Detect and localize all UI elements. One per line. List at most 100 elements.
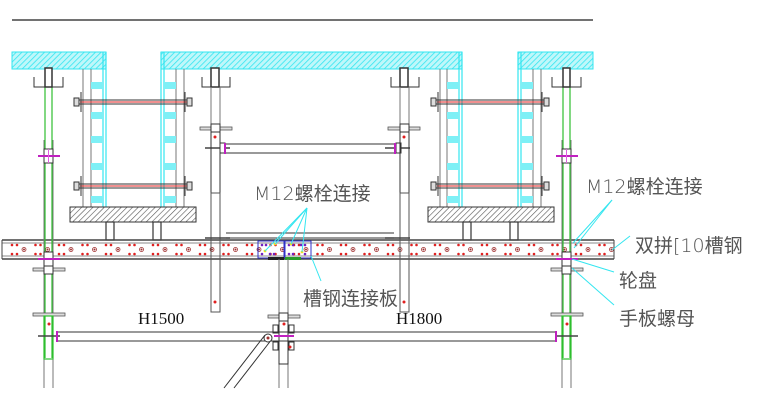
rivet-dot bbox=[462, 252, 465, 256]
rivet-dot bbox=[504, 243, 507, 247]
bolt-hole-center bbox=[446, 248, 448, 251]
rivet-dot bbox=[10, 252, 14, 256]
slab-formwork bbox=[11, 51, 594, 70]
vertical-pole-inner-left bbox=[199, 67, 233, 313]
bolt-hole-center bbox=[281, 248, 284, 251]
rivet-dot bbox=[480, 252, 484, 256]
spacer-block bbox=[91, 163, 103, 170]
rivet-dot bbox=[603, 252, 606, 256]
rivet-dot bbox=[579, 243, 583, 247]
rivet-dot bbox=[391, 243, 395, 247]
rivet-dot bbox=[457, 243, 460, 247]
bolt-hole-center bbox=[587, 248, 589, 251]
bolt-hole-center bbox=[469, 248, 472, 251]
rivet-dot bbox=[15, 252, 19, 256]
bolt-hole-center bbox=[164, 248, 166, 251]
spacer-block bbox=[521, 136, 533, 143]
rivet-dot bbox=[527, 252, 531, 256]
rivet-dot bbox=[527, 243, 531, 247]
rivet-dot bbox=[363, 243, 366, 247]
rivet-dot bbox=[321, 252, 324, 256]
rivet-dot bbox=[386, 252, 390, 256]
rivet-dot bbox=[133, 243, 136, 247]
rivet-dot bbox=[410, 243, 413, 247]
double-channel-beam bbox=[1, 239, 615, 260]
spacer-block bbox=[164, 112, 176, 119]
horizontal-ledger-lower bbox=[56, 331, 557, 342]
bolt-hole-center bbox=[422, 248, 425, 251]
bolt-hole-center bbox=[375, 248, 378, 251]
rivet-dot bbox=[180, 252, 183, 256]
rivet-dot bbox=[245, 243, 249, 247]
bolt-hole-center bbox=[70, 248, 72, 251]
plate-bolt bbox=[264, 243, 268, 247]
rivet-dot bbox=[250, 243, 254, 247]
rivet-dot bbox=[62, 252, 66, 256]
rivet-dot bbox=[109, 243, 113, 247]
spacer-block bbox=[521, 163, 533, 170]
rivet-dot bbox=[532, 243, 536, 247]
rivet-dot bbox=[433, 243, 437, 247]
bolt-hole-center bbox=[516, 248, 519, 251]
bolt-hole-center bbox=[187, 248, 190, 251]
bolt-hole-center bbox=[234, 248, 237, 251]
vertical-pole-right bbox=[550, 67, 584, 388]
spacer-block bbox=[447, 82, 459, 89]
rivet-dot bbox=[86, 243, 89, 247]
label-bolt-connection-center: M12螺栓连接 bbox=[254, 183, 371, 205]
spacer-block bbox=[521, 112, 533, 119]
rivet-dot bbox=[86, 252, 89, 256]
rivet-dot bbox=[574, 252, 578, 256]
spacer-block bbox=[521, 196, 533, 203]
spacer-block bbox=[91, 82, 103, 89]
rivet-dot bbox=[551, 252, 554, 256]
bolt-hole-center bbox=[46, 248, 49, 251]
label-hand-nut: 手板螺母 bbox=[619, 308, 695, 330]
rivet-dot bbox=[485, 252, 489, 256]
rivet-dot bbox=[203, 252, 207, 256]
rivet-dot bbox=[156, 252, 160, 256]
plate-bolt bbox=[268, 252, 272, 256]
spacer-block bbox=[164, 163, 176, 170]
plate-bolt bbox=[303, 243, 307, 247]
rivet-dot bbox=[128, 243, 131, 247]
rivet-dot bbox=[128, 252, 131, 256]
plate-bolt bbox=[272, 252, 276, 256]
rivet-dot bbox=[344, 252, 348, 256]
rivet-dot bbox=[34, 243, 37, 247]
bolt-hole-center bbox=[563, 248, 566, 251]
beam-bottom-timber bbox=[69, 206, 197, 223]
bolt-hole-center bbox=[493, 248, 495, 251]
plate-bolt bbox=[260, 243, 264, 247]
rivet-dot bbox=[222, 252, 225, 256]
bolt-hole-center bbox=[328, 248, 331, 251]
rivet-dot bbox=[151, 252, 155, 256]
leader-lines bbox=[264, 199, 631, 306]
rivet-dot bbox=[316, 243, 319, 247]
bolt-hole-center bbox=[305, 248, 307, 251]
rivet-dot bbox=[62, 243, 66, 247]
rivet-dot bbox=[480, 243, 484, 247]
vertical-pole-center bbox=[267, 259, 301, 388]
rivet-dot bbox=[438, 252, 442, 256]
rivet-dot bbox=[198, 252, 202, 256]
rivet-dot bbox=[104, 252, 108, 256]
rivet-dot bbox=[415, 243, 418, 247]
rivet-dot bbox=[104, 243, 108, 247]
rivet-dot bbox=[57, 243, 61, 247]
spacer-block bbox=[447, 136, 459, 143]
vertical-pole-left bbox=[32, 67, 66, 388]
spacer-block bbox=[447, 112, 459, 119]
rivet-dot bbox=[151, 243, 155, 247]
spacer-block bbox=[164, 196, 176, 203]
rivet-dot bbox=[386, 243, 390, 247]
tie-rod bbox=[430, 92, 550, 112]
plate-bolt bbox=[287, 252, 291, 256]
rivet-dot bbox=[410, 252, 413, 256]
rivet-dot bbox=[556, 252, 559, 256]
rivet-dot bbox=[10, 243, 14, 247]
rivet-dot bbox=[556, 243, 559, 247]
rivet-dot bbox=[603, 243, 606, 247]
plate-bolt bbox=[291, 252, 295, 256]
label-wheel-disc: 轮盘 bbox=[619, 270, 657, 292]
